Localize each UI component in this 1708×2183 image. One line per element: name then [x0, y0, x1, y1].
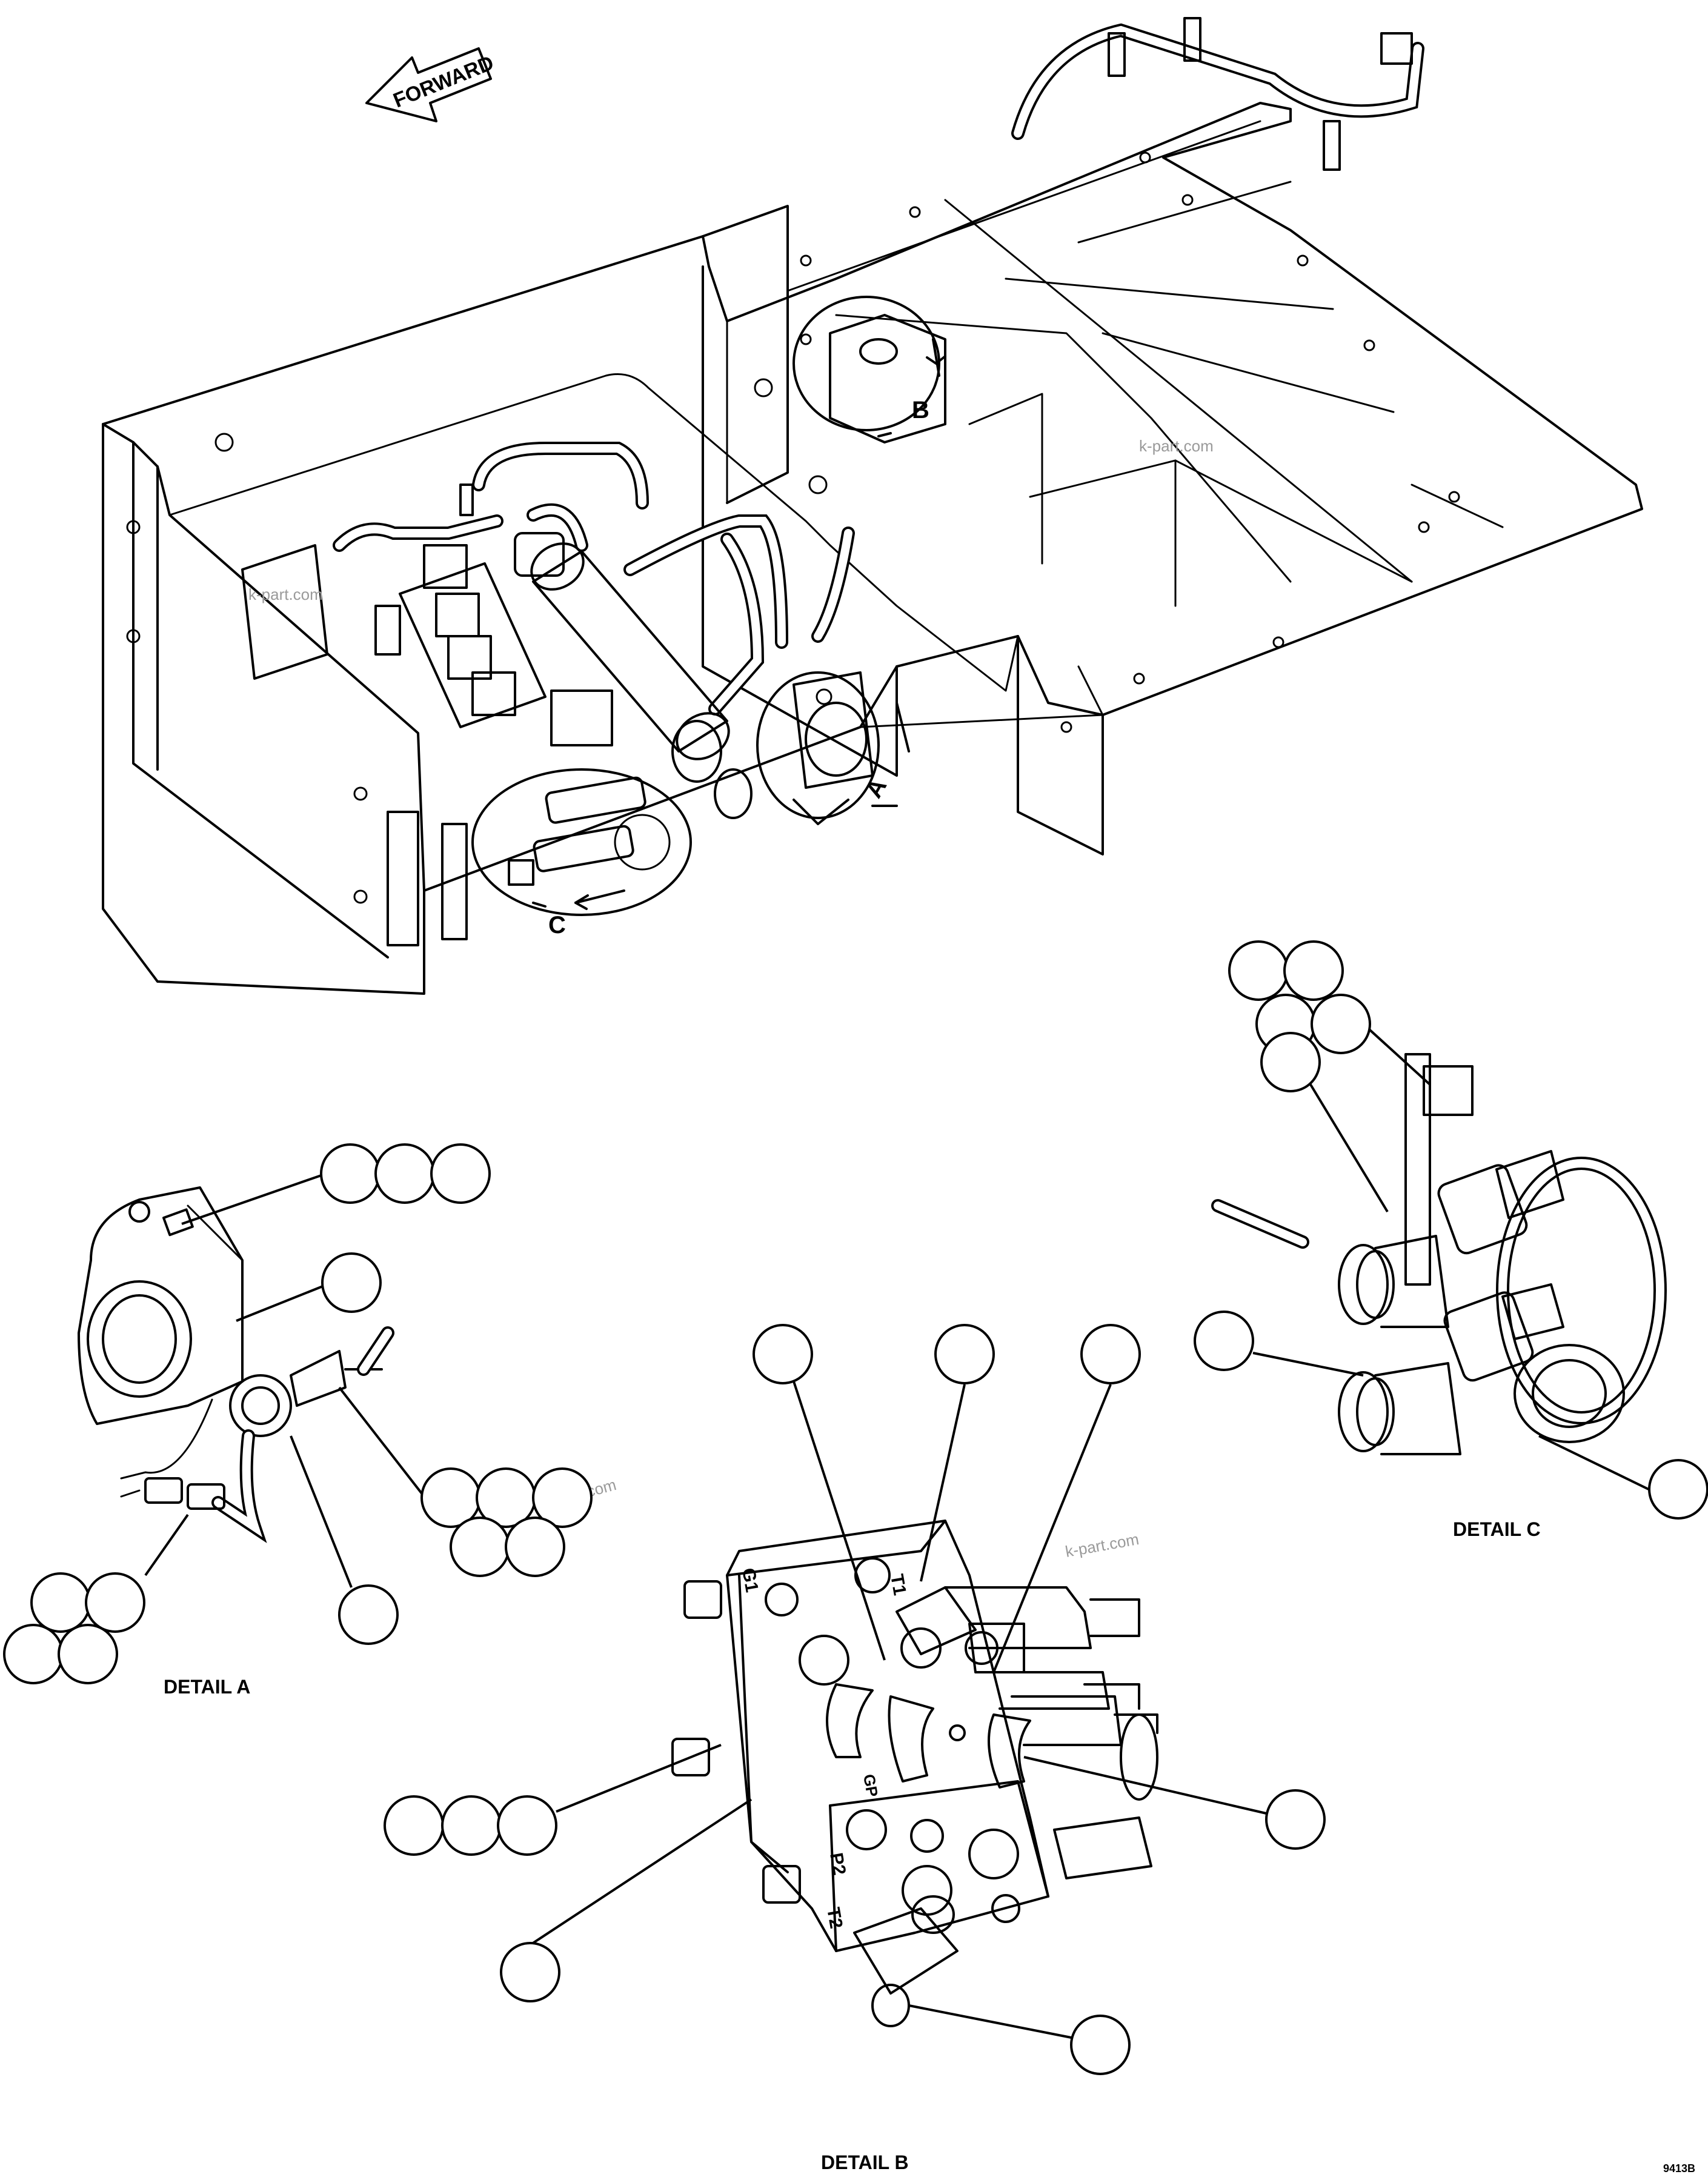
item-balloon — [1283, 940, 1344, 1001]
item-balloon — [384, 1795, 444, 1856]
item-balloon — [450, 1517, 510, 1577]
callout-a-label: A — [860, 774, 892, 802]
item-balloon — [30, 1572, 91, 1633]
item-balloon — [497, 1795, 557, 1856]
item-balloon — [320, 1143, 380, 1204]
detail-c: DETAIL C — [1194, 940, 1708, 1540]
item-balloon — [1260, 1032, 1321, 1092]
item-balloon — [934, 1324, 995, 1384]
callout-b-label: B — [912, 397, 929, 424]
detail-c-title: DETAIL C — [1453, 1518, 1541, 1540]
port-label-t2: T2 — [823, 1906, 846, 1930]
forward-arrow: FORWARD — [365, 47, 497, 122]
item-balloon — [1194, 1311, 1254, 1371]
item-balloon — [3, 1624, 64, 1684]
callout-c-label: C — [548, 912, 566, 939]
port-label-p2: P2 — [826, 1851, 849, 1876]
item-balloon — [321, 1252, 382, 1313]
bolt-heads — [126, 151, 1460, 904]
manifold-block — [726, 1520, 1049, 1952]
detail-a-title: DETAIL A — [164, 1676, 250, 1698]
hydraulic-lines — [333, 442, 855, 716]
wiring-harness — [1011, 17, 1424, 171]
item-balloon — [1265, 1789, 1326, 1850]
detail-b-title: DETAIL B — [821, 2151, 909, 2173]
detail-b-callout-circle — [793, 296, 940, 431]
inlet-fitting — [671, 720, 753, 819]
detail-a: k-part.com DETAIL A — [3, 1143, 618, 1698]
detail-b-location — [829, 314, 946, 444]
tray-frame — [102, 102, 1643, 995]
watermark: k-part.com — [1139, 437, 1214, 455]
detail-c-callout-circle — [471, 768, 692, 916]
main-assembly: B A C k-part.com k-part.com — [102, 17, 1643, 995]
watermark: k-part.com — [1064, 1530, 1140, 1561]
item-balloon — [441, 1795, 502, 1856]
figure-number: 9413B — [1663, 2162, 1695, 2175]
item-balloon — [1080, 1324, 1141, 1384]
detail-c-location — [508, 776, 671, 886]
item-balloon — [374, 1143, 435, 1204]
item-balloon — [753, 1324, 813, 1384]
item-balloon — [338, 1584, 399, 1645]
detail-a-callout-circle — [756, 671, 880, 819]
item-balloon — [430, 1143, 491, 1204]
item-balloon — [1311, 994, 1371, 1054]
port-label-t1: T1 — [886, 1572, 910, 1597]
item-balloon — [500, 1942, 560, 2002]
accumulator — [514, 532, 730, 760]
watermark: k-part.com — [248, 585, 323, 603]
item-balloon — [505, 1517, 565, 1577]
item-balloon — [85, 1572, 145, 1633]
port-label-g1: G1 — [738, 1566, 762, 1593]
detail-b: T1 G1 GP P2 T2 k-part.com DETAIL B — [384, 1324, 1326, 2173]
item-balloon — [1070, 2015, 1131, 2075]
port-label-gp: GP — [860, 1773, 882, 1798]
item-balloon — [1228, 940, 1289, 1001]
item-balloon — [1648, 1459, 1708, 1520]
item-balloon — [58, 1624, 118, 1684]
item-balloon — [532, 1467, 593, 1528]
solenoid-valve-stack — [374, 483, 613, 746]
